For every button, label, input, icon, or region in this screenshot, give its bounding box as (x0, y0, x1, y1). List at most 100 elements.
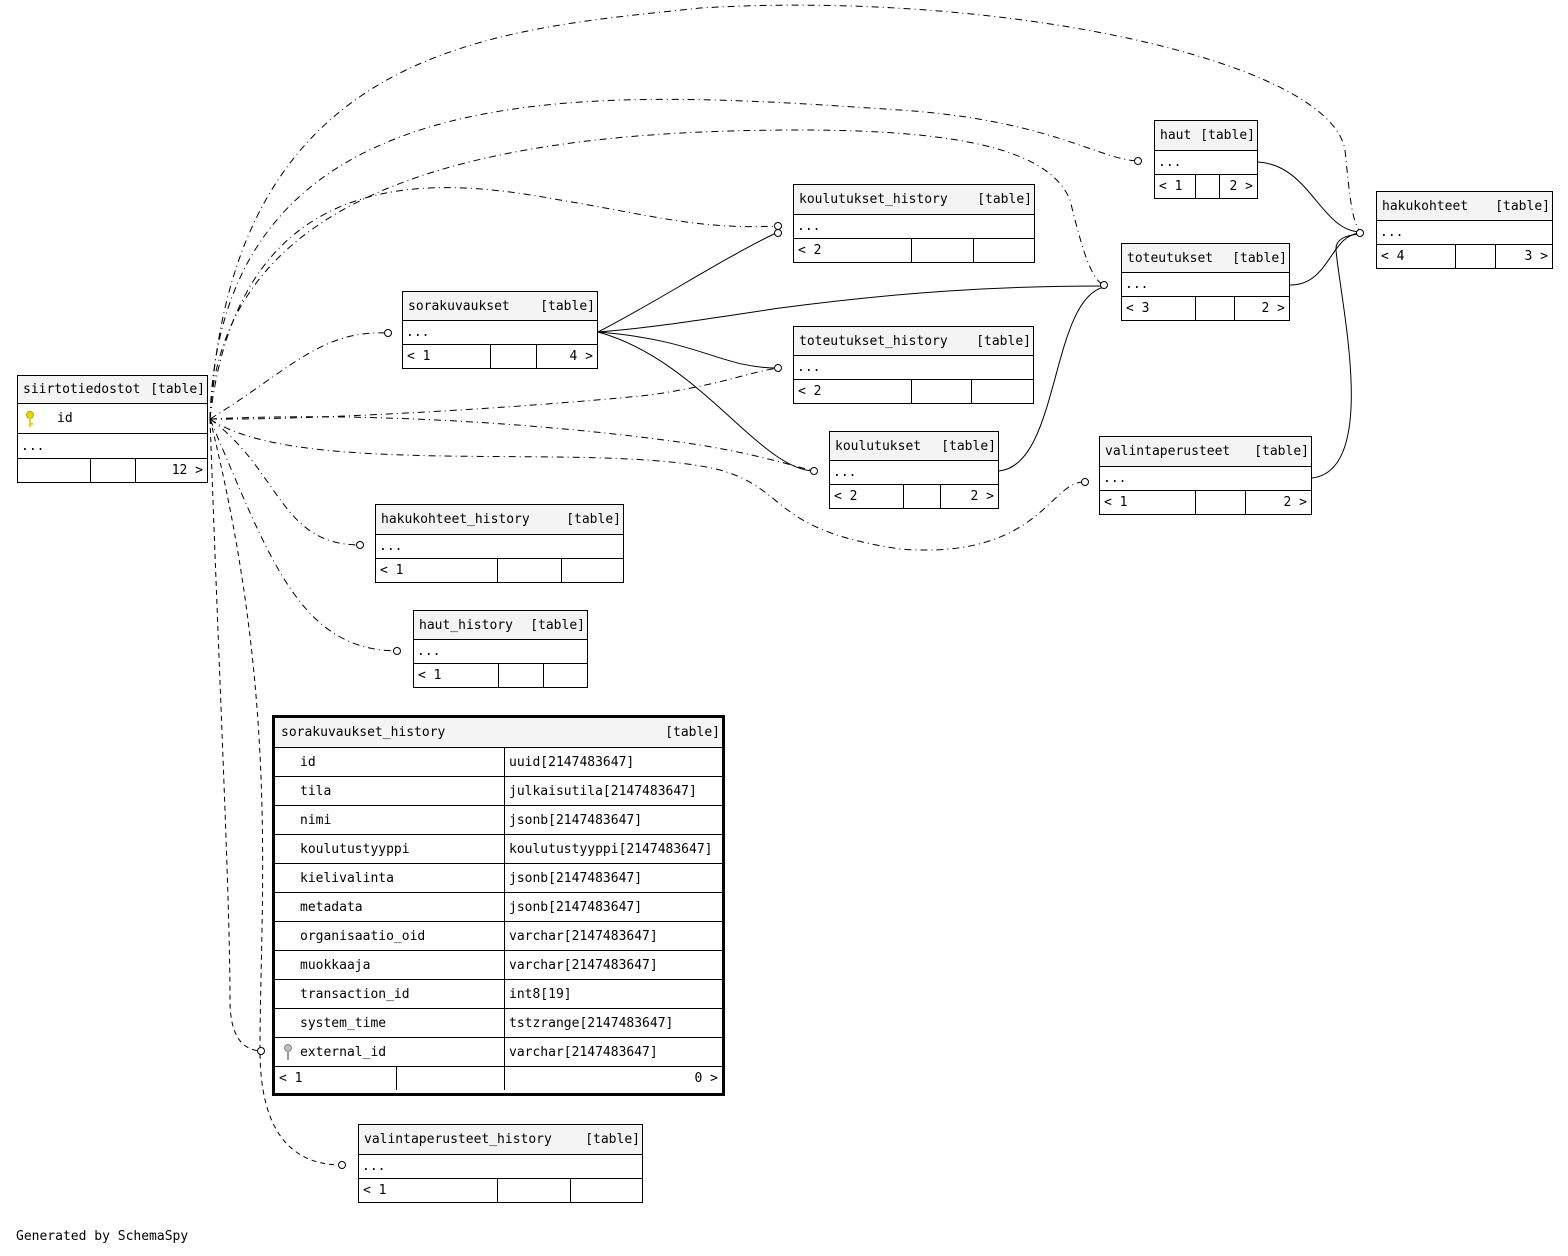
parent-count: < 1 (1100, 491, 1196, 514)
edge-end-marker (257, 1047, 265, 1055)
column-name: external_id (300, 1044, 387, 1060)
table-name: haut_history (419, 617, 513, 633)
edge-end-marker (1134, 157, 1142, 165)
table-toteutukset[interactable]: toteutukset [table] ... < 3 2 > (1121, 243, 1290, 321)
table-tag: [table] (1200, 128, 1255, 143)
edge-end-marker (774, 222, 782, 230)
column-row: system_time tstzrange[2147483647] (275, 1009, 722, 1038)
table-tag: [table] (1495, 198, 1550, 214)
edge-toteutukset-hakukohteet (1289, 232, 1361, 286)
column-name: tila (300, 783, 332, 799)
table-tag: [table] (941, 438, 996, 454)
edge-siirtotiedostot-hakukohteet-history (209, 418, 361, 546)
edge-siirtotiedostot-valintaperusteet (209, 418, 1086, 551)
column-name: metadata (300, 899, 363, 915)
collapsed-columns: ... (1155, 151, 1257, 175)
table-name: haut (1160, 128, 1192, 143)
edge-haut-hakukohteet (1257, 161, 1361, 233)
parent-count: < 4 (1377, 245, 1456, 268)
edge-sorakuvaukset-toteutukset-history (597, 331, 779, 369)
parent-count: < 1 (376, 559, 498, 582)
collapsed-columns: ... (830, 461, 998, 485)
column-type: varchar[2147483647] (509, 1044, 658, 1060)
column-type: varchar[2147483647] (509, 928, 658, 944)
column-row: koulutustyyppi koulutustyyppi[2147483647] (275, 835, 722, 864)
edge-end-marker (774, 229, 782, 237)
edge-siirtotiedostot-sorakuvaukset-history (209, 418, 262, 1052)
table-valintaperusteet[interactable]: valintaperusteet [table] ... < 1 2 > (1099, 436, 1312, 515)
edge-end-marker (1356, 229, 1364, 237)
table-hakukohteet-history[interactable]: hakukohteet_history [table] ... < 1 (375, 504, 624, 583)
column-row: muokkaaja varchar[2147483647] (275, 951, 722, 980)
edge-siirtotiedostot-koulutukset (209, 416, 815, 472)
column-type: jsonb[2147483647] (509, 870, 643, 886)
collapsed-columns: ... (414, 640, 587, 664)
collapsed-columns: ... (794, 356, 1033, 380)
table-tag: [table] (566, 512, 621, 527)
column-type: varchar[2147483647] (509, 957, 658, 973)
column-name: id (300, 754, 316, 770)
parent-count: < 1 (1155, 175, 1196, 198)
collapsed-columns: ... (359, 1155, 642, 1179)
table-valintaperusteet-history[interactable]: valintaperusteet_history [table] ... < 1 (358, 1124, 643, 1203)
child-count: 2 > (1283, 495, 1307, 510)
table-sorakuvaukset[interactable]: sorakuvaukset [table] ... < 1 4 > (402, 291, 598, 369)
table-haut[interactable]: haut [table] ... < 1 2 > (1154, 120, 1258, 199)
edge-end-marker (338, 1161, 346, 1169)
edge-end-marker (384, 329, 392, 337)
table-koulutukset[interactable]: koulutukset [table] ... < 2 2 > (829, 431, 999, 509)
child-count: 0 > (694, 1071, 718, 1086)
edge-end-marker (1081, 478, 1089, 486)
table-tag: [table] (977, 192, 1032, 207)
edge-end-marker (1100, 281, 1108, 289)
edge-end-marker (393, 647, 401, 655)
edge-end-marker (356, 541, 364, 549)
child-count: 4 > (569, 349, 593, 364)
parent-count: < 1 (275, 1067, 397, 1090)
table-name: hakukohteet_history (381, 512, 530, 527)
parent-count: < 2 (830, 485, 904, 508)
table-koulutukset-history[interactable]: koulutukset_history [table] ... < 2 (793, 184, 1035, 263)
table-siirtotiedostot[interactable]: siirtotiedostot [table] id ... 12 > (17, 375, 208, 483)
column-name: system_time (300, 1015, 387, 1031)
edge-siirtotiedostot-koulutukset-history (209, 187, 779, 420)
child-count: 12 > (171, 463, 203, 478)
column-name: organisaatio_oid (300, 928, 426, 944)
table-tag: [table] (150, 382, 205, 397)
column-name: id (57, 411, 73, 426)
column-name: transaction_id (300, 986, 410, 1002)
table-tag: [table] (976, 333, 1031, 349)
column-type: koulutustyyppi[2147483647] (509, 841, 713, 857)
edge-siirtotiedostot-sorakuvaukset (209, 332, 389, 420)
edge-siirtotiedostot-hakukohteet (209, 4, 1361, 420)
table-haut-history[interactable]: haut_history [table] ... < 1 (413, 610, 588, 688)
table-tag: [table] (1254, 444, 1309, 459)
collapsed-columns: ... (1122, 273, 1289, 297)
edge-siirtotiedostot-toteutukset (209, 129, 1105, 420)
parent-count: < 2 (794, 380, 912, 403)
column-name: muokkaaja (300, 957, 371, 973)
table-hakukohteet[interactable]: hakukohteet [table] ... < 4 3 > (1376, 191, 1553, 269)
table-name: sorakuvaukset (408, 298, 510, 314)
column-name: koulutustyyppi (300, 841, 410, 857)
table-toteutukset-history[interactable]: toteutukset_history [table] ... < 2 (793, 326, 1034, 404)
table-tag: [table] (540, 298, 595, 314)
generated-by-label: Generated by SchemaSpy (16, 1229, 189, 1244)
edge-sorakuvaukset-koulutukset (597, 331, 815, 472)
collapsed-columns: ... (1100, 467, 1311, 491)
collapsed-columns: ... (1377, 221, 1552, 245)
table-name: sorakuvaukset_history (281, 725, 446, 740)
parent-count: < 1 (414, 664, 499, 687)
edge-siirtotiedostot-toteutukset-history (209, 367, 779, 420)
column-type: tstzrange[2147483647] (509, 1015, 674, 1031)
column-row: organisaatio_oid varchar[2147483647] (275, 922, 722, 951)
table-name: toteutukset_history (799, 333, 948, 349)
edge-siirtotiedostot-valintaperusteet-history (209, 418, 343, 1166)
